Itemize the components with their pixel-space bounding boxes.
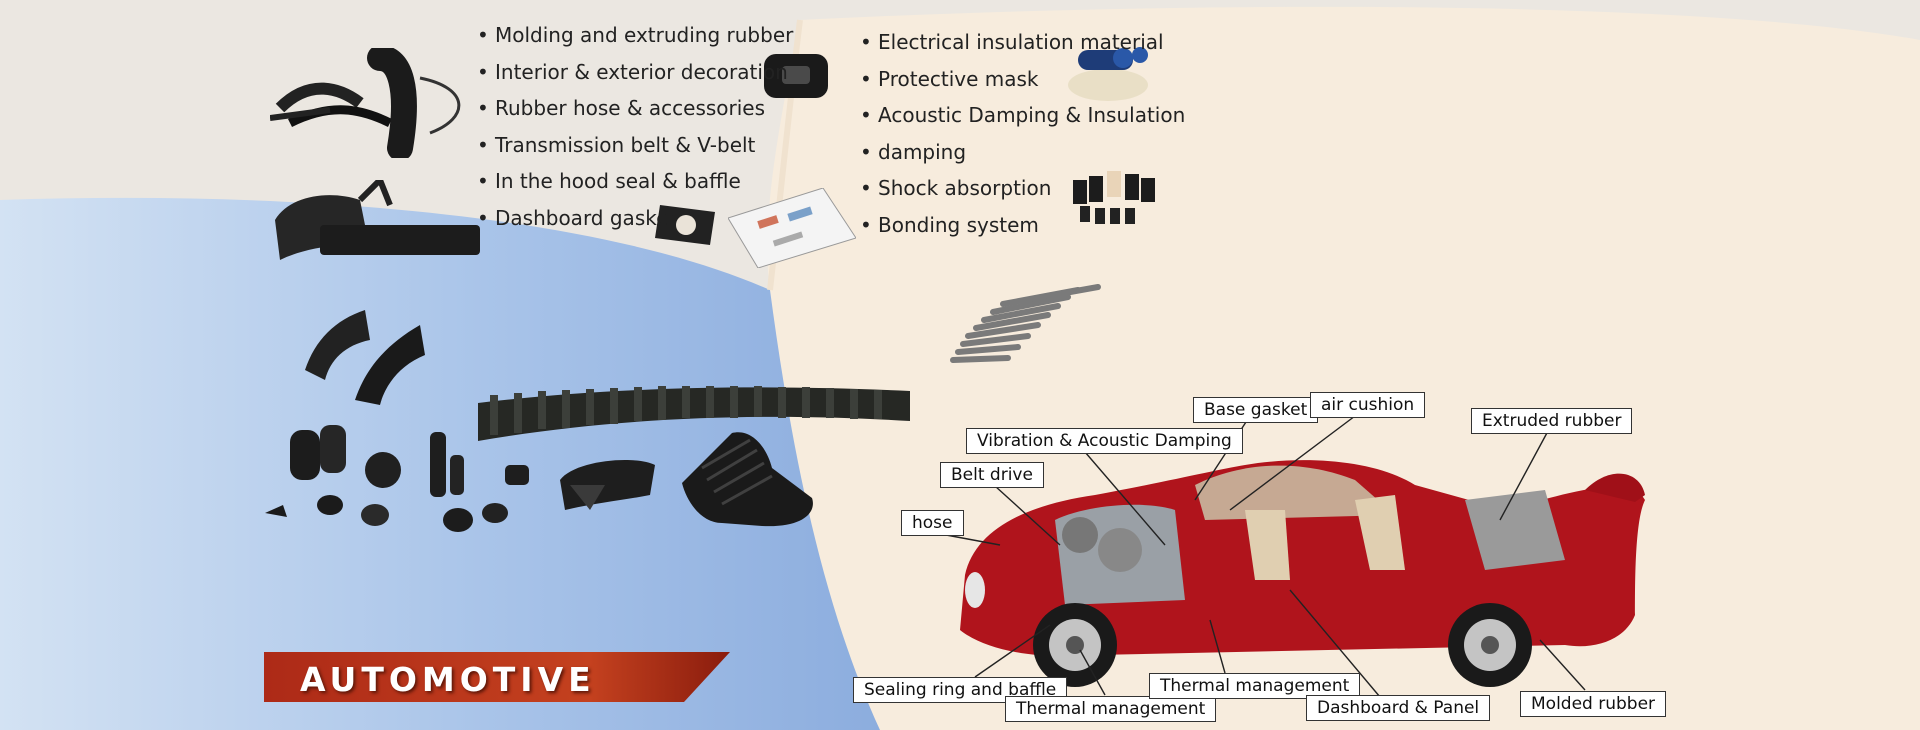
list-item: Molding and extruding rubber (477, 17, 793, 54)
application-list-right: Electrical insulation material Protectiv… (860, 24, 1185, 243)
list-item: Interior & exterior decoration (477, 54, 793, 91)
bellows-image (682, 432, 813, 527)
label-thermal-management-1: Thermal management (1005, 696, 1217, 722)
label-belt-drive: Belt drive (940, 462, 1044, 488)
mounts-image (265, 425, 529, 532)
list-item: Bonding system (860, 207, 1185, 244)
automotive-title: AUTOMOTIVE (300, 660, 596, 699)
label-hose: hose (901, 510, 964, 536)
list-item: Transmission belt & V-belt (477, 127, 793, 164)
list-item: Dashboard gasket (477, 200, 793, 237)
baffle-image (275, 180, 480, 260)
label-extruded-rubber: Extruded rubber (1471, 408, 1633, 434)
label-dashboard-panel: Dashboard & Panel (1306, 695, 1491, 721)
list-item: Electrical insulation material (860, 24, 1185, 61)
belt-image (478, 386, 910, 441)
list-item: Protective mask (860, 61, 1185, 98)
label-vibration-damping: Vibration & Acoustic Damping (966, 428, 1243, 454)
list-item: In the hood seal & baffle (477, 163, 793, 200)
rubber-hose-image (270, 48, 461, 158)
profile-seal-image (560, 460, 655, 510)
application-list-left: Molding and extruding rubber Interior & … (477, 17, 793, 236)
automotive-banner (264, 652, 730, 702)
list-item: Acoustic Damping & Insulation (860, 97, 1185, 134)
label-molded-rubber: Molded rubber (1520, 691, 1667, 717)
list-item: Rubber hose & accessories (477, 90, 793, 127)
label-base-gasket: Base gasket (1193, 397, 1319, 423)
list-item: damping (860, 134, 1185, 171)
car-cutaway-image (960, 460, 1645, 687)
list-item: Shock absorption (860, 170, 1185, 207)
extruded-strips-image (950, 284, 1101, 363)
label-air-cushion: air cushion (1310, 392, 1426, 418)
label-thermal-management-2: Thermal management (1149, 673, 1361, 699)
rubber-fenders-image (305, 310, 425, 405)
